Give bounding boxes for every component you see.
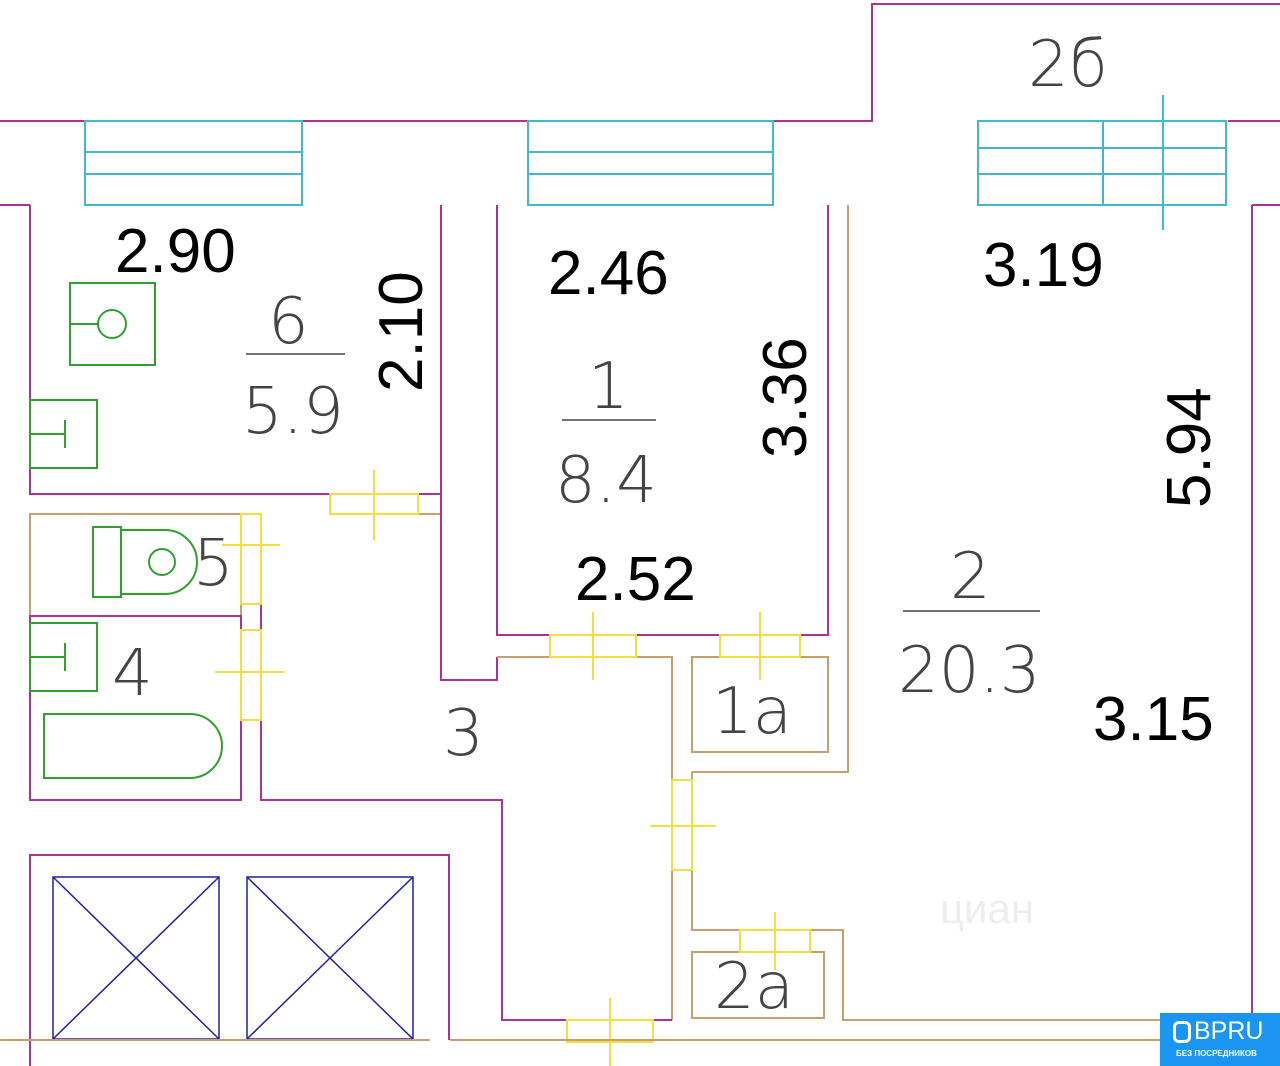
closet2-label: 2а: [714, 950, 794, 1024]
balcony-label: 2б: [1028, 28, 1108, 102]
room2-area: 20.3: [898, 634, 1041, 708]
bath-sink-icon: [29, 622, 98, 692]
room1-bottom-width: 2.52: [575, 545, 696, 614]
room2-depth: 5.94: [1155, 387, 1224, 508]
kitchen-depth: 2.10: [367, 271, 436, 392]
room1-walls: [496, 205, 1253, 1021]
kitchen-area: 5.9: [242, 375, 344, 449]
kitchen-stove-icon: [69, 282, 156, 366]
closet1-label: 1а: [712, 675, 792, 749]
room2-number: 2: [950, 540, 991, 614]
bathtub-icon: [43, 713, 223, 779]
room1-width: 2.46: [548, 239, 669, 308]
watermark: циан: [940, 885, 1035, 932]
bpru-logo: BPRU БЕЗ ПОСРЕДНИКОВ: [1160, 1013, 1280, 1066]
outer-walls: [0, 3, 1280, 206]
kitchen-number: 6: [268, 285, 309, 359]
doors: [215, 470, 811, 1066]
room2-side: 3.15: [1093, 685, 1214, 754]
kitchen-width: 2.90: [115, 217, 236, 286]
toilet-number: 5: [193, 527, 234, 601]
elevator-shaft: [0, 854, 1160, 1066]
room2-width: 3.19: [983, 231, 1104, 300]
room1-number: 1: [588, 350, 629, 424]
room1-area: 8.4: [555, 444, 657, 518]
hall-number: 3: [443, 697, 484, 771]
kitchen-sink-icon: [29, 399, 98, 469]
logo-tagline: БЕЗ ПОСРЕДНИКОВ: [1176, 1049, 1257, 1058]
windows: [84, 95, 1227, 230]
logo-name: BPRU: [1194, 1017, 1264, 1045]
toilet-icon: [92, 526, 198, 598]
bath-number: 4: [112, 637, 153, 711]
room1-depth: 3.36: [751, 337, 820, 458]
logo-icon: [1173, 1021, 1191, 1043]
